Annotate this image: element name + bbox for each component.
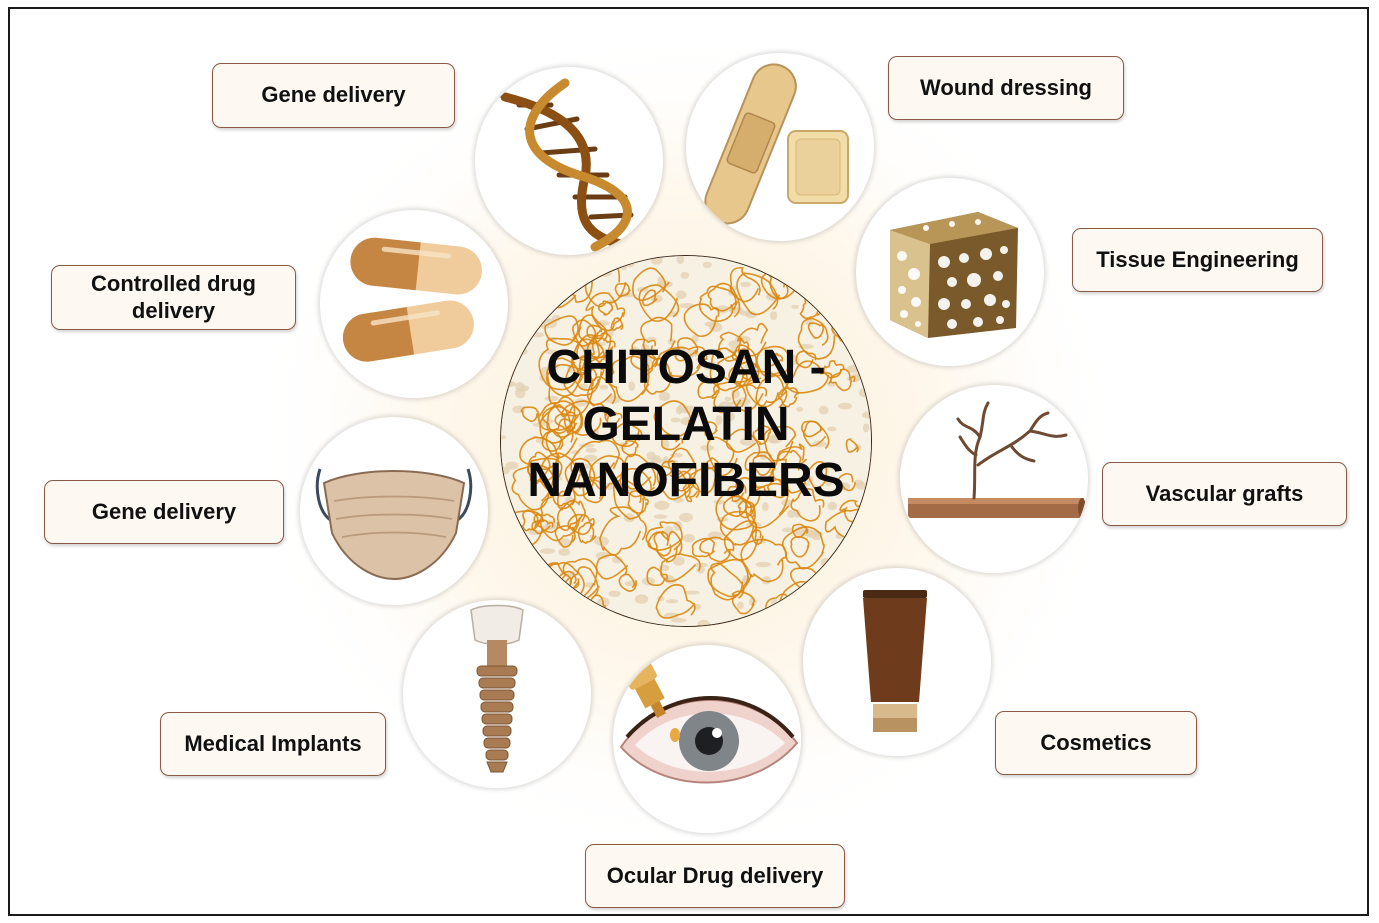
bandage-circle — [686, 53, 874, 241]
mask-circle — [300, 417, 488, 605]
label-vascular-grafts: Vascular grafts — [1102, 462, 1347, 526]
label-controlled-drug-delivery: Controlled drug delivery — [51, 265, 296, 330]
label-tissue-engineering: Tissue Engineering — [1072, 228, 1323, 292]
label-cosmetics: Cosmetics — [995, 711, 1197, 775]
tissue-circle — [856, 178, 1044, 366]
eye-circle — [613, 645, 801, 833]
capsules-circle — [320, 210, 508, 398]
vascular-circle — [900, 385, 1088, 573]
center-title: CHITOSAN - GELATIN NANOFIBERS — [500, 340, 872, 510]
vascular-graft-icon — [908, 401, 1086, 518]
center-title-line-2: GELATIN — [582, 397, 790, 451]
bandage-icon — [704, 63, 849, 225]
tissue-scaffold-icon — [890, 212, 1018, 338]
face-mask-icon — [315, 468, 473, 581]
label-gene-delivery-left: Gene delivery — [44, 480, 284, 544]
label-ocular-drug-delivery: Ocular Drug delivery — [585, 844, 845, 908]
label-wound-dressing: Wound dressing — [888, 56, 1124, 120]
nanofiber-circle — [500, 255, 872, 627]
implant-circle — [403, 600, 591, 788]
eye-drop-icon — [619, 658, 799, 784]
center-title-line-1: CHITOSAN - — [546, 341, 826, 394]
capsules-icon — [342, 237, 482, 362]
dna-icon — [500, 78, 634, 252]
dental-implant-icon — [470, 604, 524, 773]
nanofiber-mesh-icon — [501, 256, 871, 626]
dna-circle — [475, 67, 663, 255]
label-gene-delivery-top: Gene delivery — [212, 63, 455, 128]
cosmetics-circle — [803, 568, 991, 756]
center-title-line-3: NANOFIBERS — [527, 454, 845, 508]
label-medical-implants: Medical Implants — [160, 712, 386, 776]
cosmetic-tube-icon — [863, 590, 927, 732]
